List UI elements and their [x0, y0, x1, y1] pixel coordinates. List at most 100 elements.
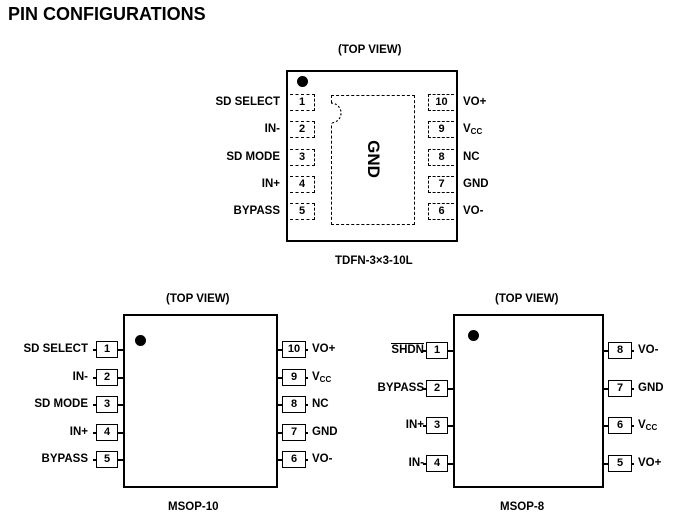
pin-number: 8	[608, 342, 632, 359]
msop8-top-view-label: (TOP VIEW)	[495, 293, 559, 305]
pin-number: 10	[282, 341, 306, 358]
pin-number: 1	[426, 342, 448, 359]
pin-label: SD MODE	[140, 150, 280, 164]
pin-label-text: SD MODE	[226, 151, 280, 163]
pin-number: 2	[96, 369, 118, 386]
msop10-package-body	[123, 314, 278, 488]
pin-label-text: IN-	[264, 123, 280, 135]
pin-pad: 6	[428, 203, 454, 220]
msop8-package-name: MSOP-8	[500, 501, 545, 513]
pin-label-text: IN+	[261, 178, 280, 190]
pin-number: 4	[96, 424, 118, 441]
pin-pad: 9	[428, 121, 454, 138]
pin-label-text: BYPASS	[377, 382, 424, 394]
exposed-pad-notch	[330, 102, 342, 124]
pin-label: VCC	[638, 418, 657, 435]
msop10-package-name: MSOP-10	[168, 501, 219, 513]
pin-number: 6	[608, 417, 632, 434]
pin-label: VCC	[312, 370, 331, 387]
pin-pad: 1	[290, 94, 315, 111]
pin-label: BYPASS	[0, 452, 88, 466]
pin-label-subscript: CC	[645, 423, 658, 432]
pin-label-text: SD SELECT	[23, 343, 88, 355]
pin-number: 2	[426, 380, 448, 397]
pin-label-text: VO+	[463, 96, 487, 108]
pin-pad: 10	[428, 94, 454, 111]
pin-label-text: VO+	[312, 343, 336, 355]
pin-pad: 5	[290, 203, 315, 220]
pin-label-text: GND	[463, 178, 489, 190]
pin-label-text: BYPASS	[41, 453, 88, 465]
pin-pad: 7	[428, 176, 454, 193]
tdfn-top-view-label: (TOP VIEW)	[338, 44, 402, 56]
pin-number: 5	[608, 455, 632, 472]
pin-label-text: VO+	[638, 457, 662, 469]
pin-label: SHDN	[264, 343, 424, 357]
pin-label-text: BYPASS	[233, 205, 280, 217]
pin1-marker-dot	[468, 330, 479, 341]
pin-number: 7	[608, 380, 632, 397]
pin-label-text: GND	[312, 426, 338, 438]
pin-label-subscript: CC	[470, 127, 483, 136]
pin-pad: 8	[428, 149, 454, 166]
pin-label-text: IN+	[69, 426, 88, 438]
pin-number: 3	[96, 396, 118, 413]
pin-label-text: V	[312, 371, 320, 383]
pin-label-text: NC	[312, 398, 329, 410]
pin-label-text: IN-	[408, 457, 424, 469]
pin-label: VO+	[463, 95, 486, 109]
pin-label-text: V	[638, 419, 646, 431]
pin-label: IN+	[264, 418, 424, 432]
pin1-marker-dot	[135, 335, 146, 346]
pin-number: 4	[426, 455, 448, 472]
pin-label: IN-	[140, 122, 280, 136]
pin-pad: 2	[290, 121, 315, 138]
pin-label: VO+	[312, 342, 335, 356]
msop10-top-view-label: (TOP VIEW)	[166, 293, 230, 305]
pin-label-text: IN+	[405, 419, 424, 431]
pin-label: IN+	[140, 177, 280, 191]
tdfn-package-name: TDFN-3×3-10L	[335, 255, 413, 267]
pin-label: GND	[638, 381, 664, 395]
pin-label: SD SELECT	[140, 95, 280, 109]
pin-label-text: SD SELECT	[215, 96, 280, 108]
page-title: PIN CONFIGURATIONS	[8, 4, 206, 24]
pin-pad: 3	[290, 149, 315, 166]
pin-label-text: IN-	[72, 371, 88, 383]
pin-label: IN-	[264, 456, 424, 470]
pin-number: 7	[282, 424, 306, 441]
pin-label-text: GND	[638, 382, 664, 394]
pin-label: GND	[463, 177, 489, 191]
pin-label: GND	[312, 425, 338, 439]
pin-label-text: SHDN	[391, 343, 424, 356]
pin-label: BYPASS	[140, 204, 280, 218]
pin-label-text: VO-	[463, 205, 484, 217]
pin-label-text: VO-	[312, 453, 333, 465]
pin-label: IN-	[0, 370, 88, 384]
pin-label: NC	[312, 397, 329, 411]
exposed-pad	[331, 95, 415, 225]
msop8-package-body	[453, 314, 604, 488]
pin-label: NC	[463, 150, 480, 164]
pin-label-subscript: CC	[319, 375, 332, 384]
pin-number: 9	[282, 369, 306, 386]
pin-label: VO-	[312, 452, 332, 466]
pin-label: SD SELECT	[0, 342, 88, 356]
pin1-marker-dot	[297, 76, 308, 87]
pin-number: 3	[426, 417, 448, 434]
pin-label: SD MODE	[0, 397, 88, 411]
pin-label: VCC	[463, 122, 482, 139]
pin-number: 5	[96, 451, 118, 468]
pin-label-text: VO-	[638, 344, 659, 356]
pin-label: VO-	[638, 343, 658, 357]
pin-label-text: NC	[463, 151, 480, 163]
pin-label-text: V	[463, 123, 471, 135]
pin-number: 1	[96, 341, 118, 358]
pin-pad: 4	[290, 176, 315, 193]
pin-number: 6	[282, 451, 306, 468]
pin-label: VO-	[463, 204, 483, 218]
exposed-pad-label: GND	[364, 140, 383, 178]
pin-number: 8	[282, 396, 306, 413]
pin-label: VO+	[638, 456, 661, 470]
pin-label: IN+	[0, 425, 88, 439]
